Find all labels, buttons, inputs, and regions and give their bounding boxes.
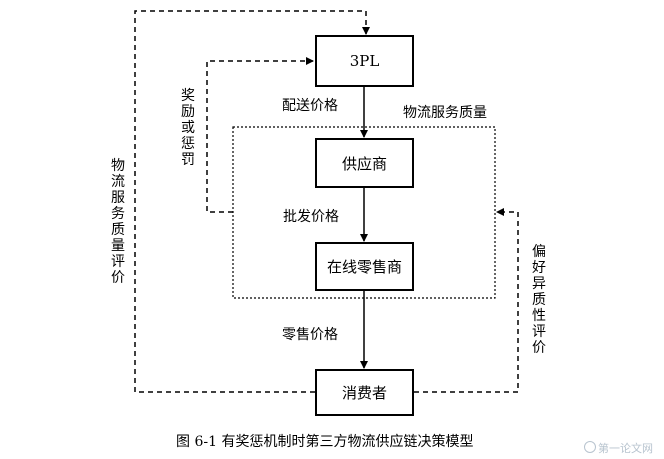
figure-caption: 图 6-1 有奖惩机制时第三方物流供应链决策模型	[176, 434, 474, 450]
node-consumer-label: 消费者	[341, 384, 387, 402]
wholesale-price-label: 批发价格	[283, 209, 339, 225]
node-retailer: 在线零售商	[315, 242, 414, 291]
reward-penalty-label: 奖励或惩罚	[181, 88, 195, 168]
arrow-reward-penalty-to-3pl	[206, 57, 314, 213]
node-3pl-label: 3PL	[349, 52, 380, 70]
node-3pl: 3PL	[315, 35, 414, 87]
node-consumer: 消费者	[315, 369, 414, 416]
retail-price-label: 零售价格	[282, 327, 338, 343]
node-supplier-label: 供应商	[341, 154, 387, 173]
arrow-consumer-preference-to-region	[414, 208, 519, 393]
watermark-text: 第一论文网	[598, 442, 653, 455]
watermark: 第一论文网	[584, 440, 653, 456]
node-retailer-label: 在线零售商	[326, 258, 402, 276]
watermark-icon	[584, 441, 596, 453]
node-supplier: 供应商	[315, 138, 414, 188]
service-quality-label: 物流服务质量	[403, 105, 487, 121]
delivery-price-label: 配送价格	[282, 98, 338, 114]
preference-evaluation-label: 偏好异质性评价	[532, 244, 546, 356]
quality-evaluation-label: 物流服务质量评价	[111, 158, 125, 286]
arrow-consumer-evaluation-to-3pl	[134, 10, 370, 393]
